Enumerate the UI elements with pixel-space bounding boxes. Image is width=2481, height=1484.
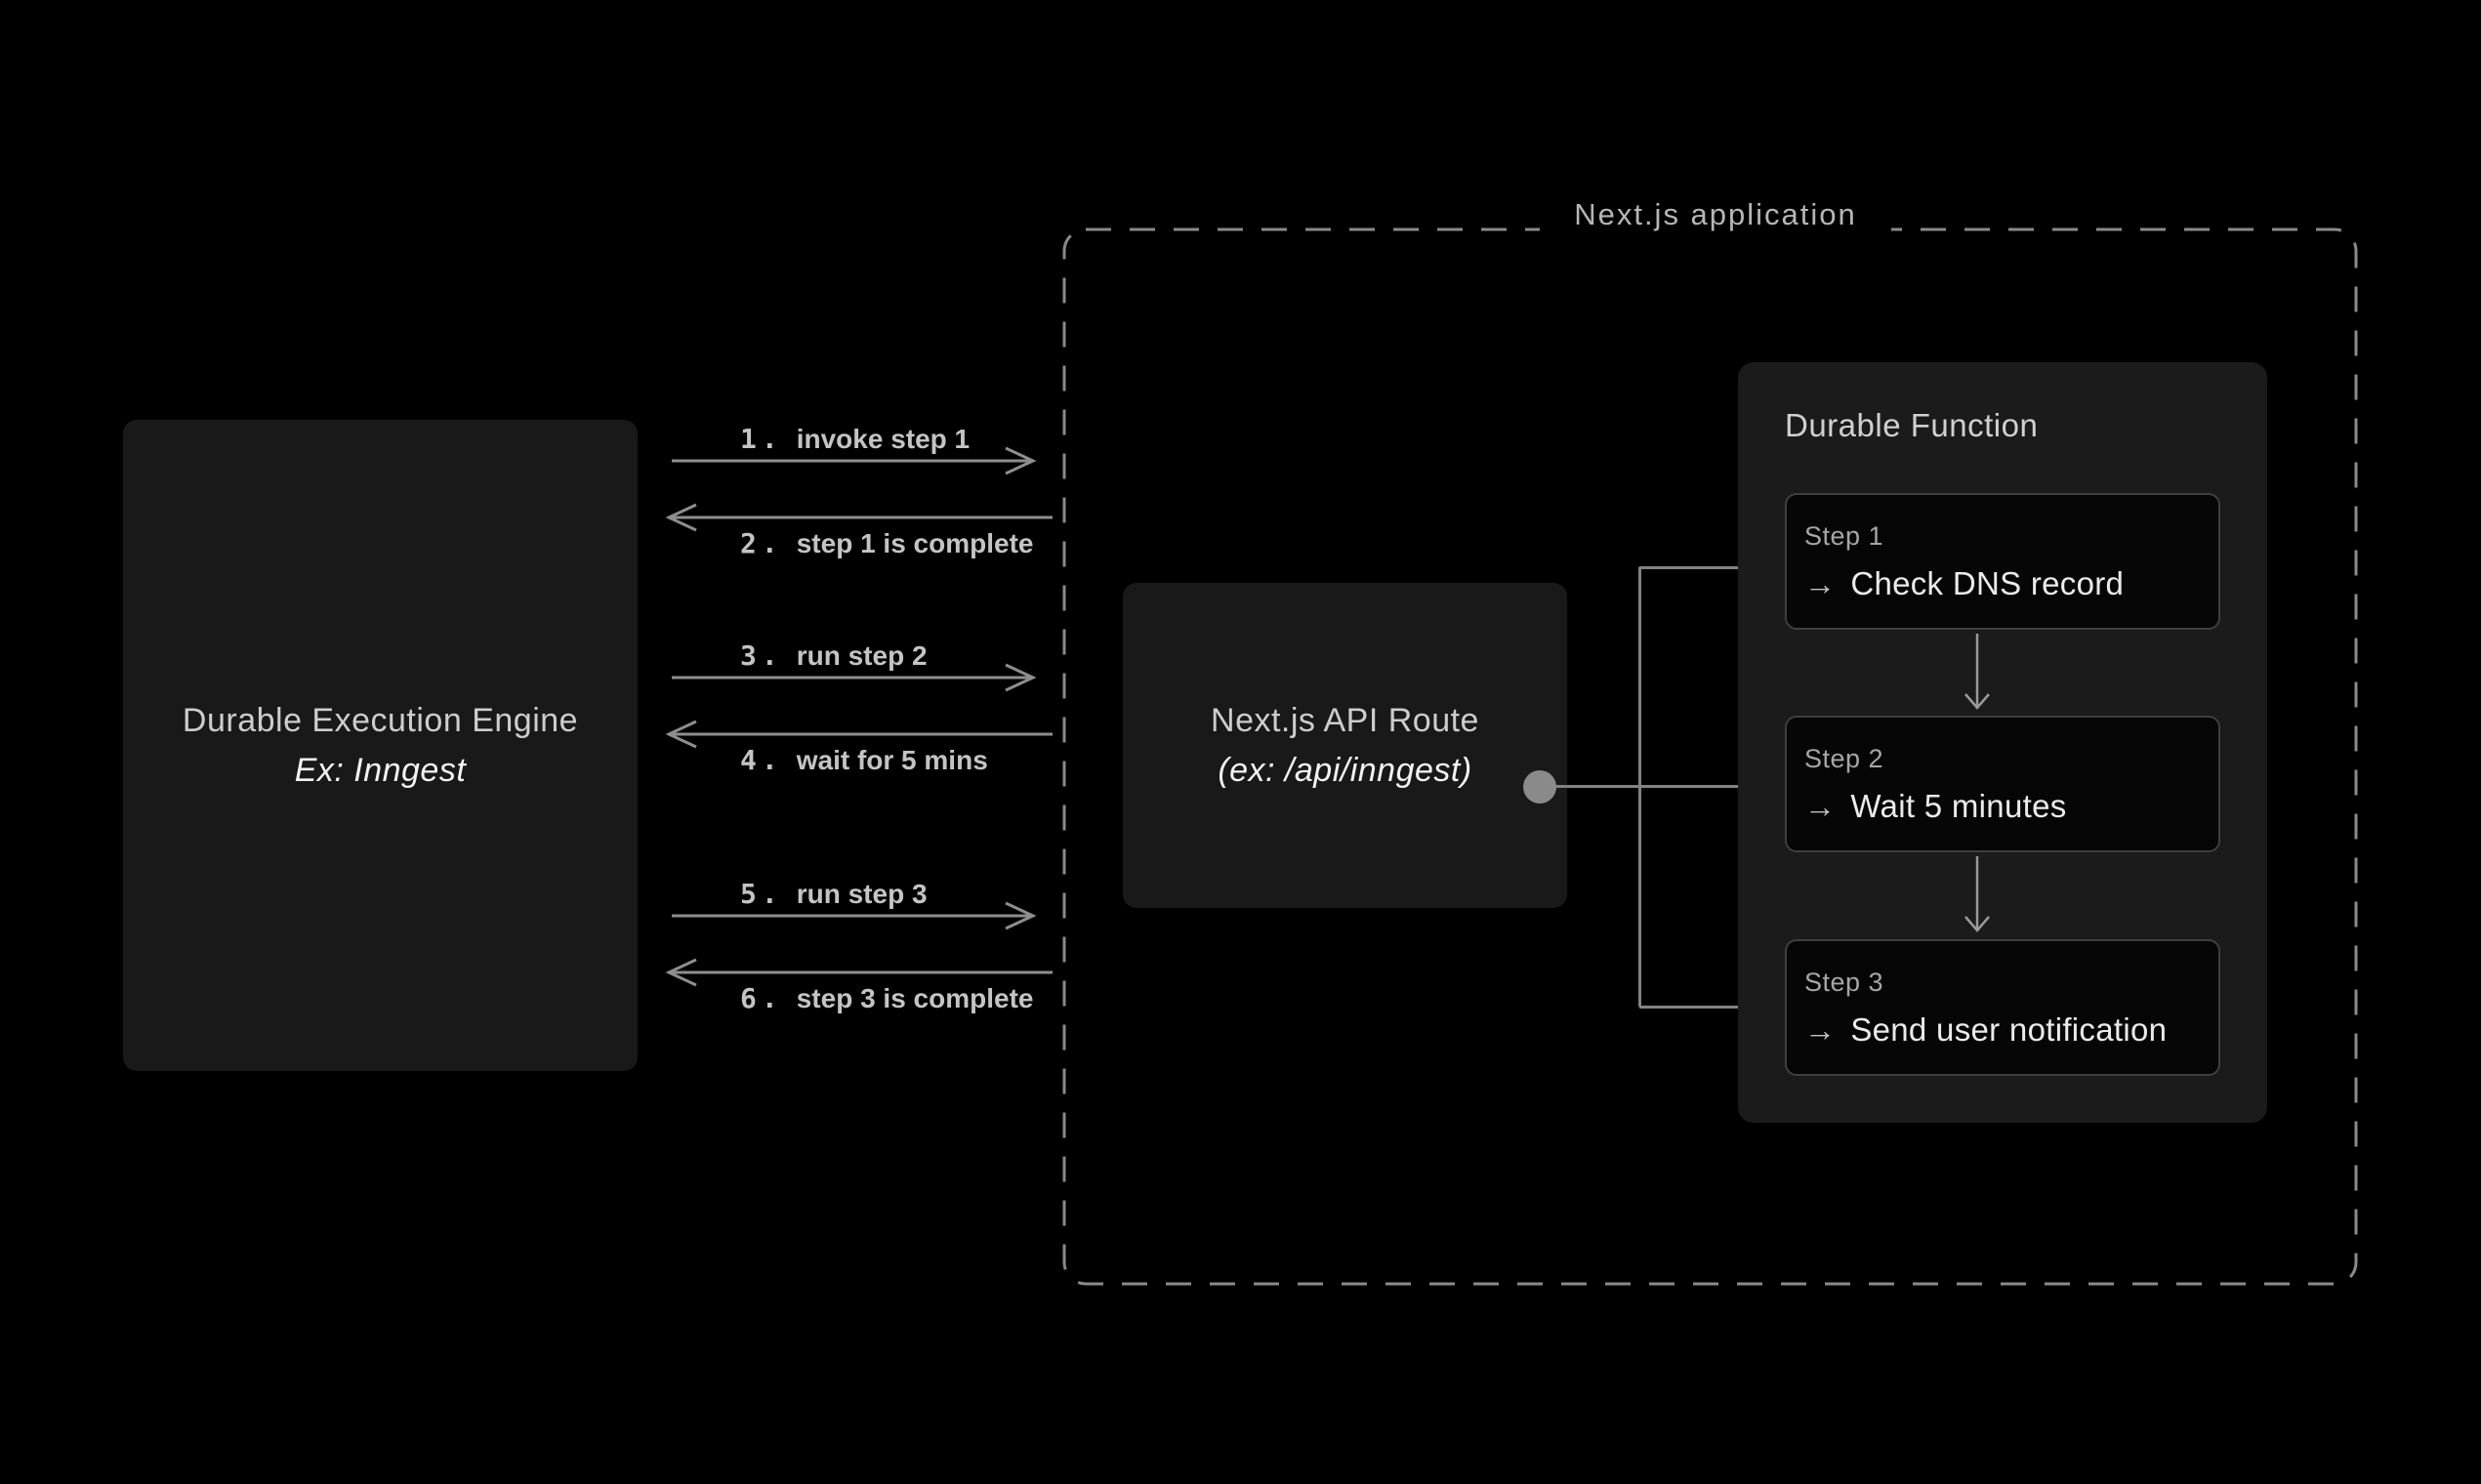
step-action-text: Wait 5 minutes	[1850, 788, 2067, 824]
api-route-title: Next.js API Route	[1211, 701, 1479, 739]
step-action: → Check DNS record	[1804, 565, 2124, 602]
message-number: 5.	[740, 878, 783, 910]
step-label: Step 1	[1804, 521, 1884, 551]
message-arrow-4	[666, 717, 1056, 752]
message-label-2: 2. step 1 is complete	[740, 527, 1033, 559]
message-arrow-1	[666, 443, 1056, 478]
connector-midline	[1540, 785, 1785, 788]
durable-function-title: Durable Function	[1785, 407, 2039, 443]
message-number: 3.	[740, 639, 783, 672]
step-3-card: Step 3 → Send user notification	[1785, 939, 2220, 1076]
step-action: → Send user notification	[1804, 1011, 2167, 1049]
arrow-right-icon: →	[1804, 1011, 1837, 1048]
arrow-right-icon: →	[1804, 788, 1837, 824]
connector-trunk	[1638, 567, 1641, 1007]
connector-branch-bottom	[1639, 1006, 1785, 1009]
arrow-left-icon	[666, 958, 1053, 987]
arrow-down-icon	[1964, 856, 1990, 932]
arrow-left-icon	[666, 503, 1053, 532]
message-text: run step 2	[796, 640, 928, 671]
arrow-right-icon	[672, 446, 1037, 475]
message-text: step 1 is complete	[796, 528, 1034, 558]
message-text: wait for 5 mins	[796, 745, 988, 775]
durable-execution-engine-box: Durable Execution Engine Ex: Inngest	[123, 420, 638, 1071]
message-label-4: 4. wait for 5 mins	[740, 744, 988, 776]
arrow-right-icon: →	[1804, 565, 1837, 601]
message-number: 1.	[740, 423, 783, 455]
message-number: 2.	[740, 527, 783, 559]
message-arrow-6	[666, 955, 1056, 990]
arrow-right-icon	[672, 901, 1037, 930]
message-text: invoke step 1	[796, 424, 971, 454]
api-route-box: Next.js API Route (ex: /api/inngest)	[1123, 583, 1567, 908]
connector-dot	[1523, 770, 1556, 804]
step-2-card: Step 2 → Wait 5 minutes	[1785, 716, 2220, 852]
message-arrow-3	[666, 660, 1056, 695]
step-action-text: Check DNS record	[1850, 565, 2125, 601]
step-label: Step 2	[1804, 744, 1884, 773]
step-action: → Wait 5 minutes	[1804, 788, 2067, 825]
step-flow-arrow-1	[1962, 634, 1993, 714]
message-label-1: 1. invoke step 1	[740, 423, 970, 455]
nextjs-app-label: Next.js application	[1540, 187, 1891, 242]
step-flow-arrow-2	[1962, 856, 1993, 936]
message-number: 6.	[740, 982, 783, 1014]
arrow-down-icon	[1964, 634, 1990, 710]
api-route-subtitle: (ex: /api/inngest)	[1218, 751, 1472, 789]
message-label-6: 6. step 3 is complete	[740, 982, 1033, 1014]
message-number: 4.	[740, 744, 783, 776]
engine-subtitle: Ex: Inngest	[294, 751, 467, 789]
engine-title: Durable Execution Engine	[182, 701, 579, 739]
message-text: step 3 is complete	[796, 983, 1034, 1013]
durable-function-panel: Durable Function Step 1 → Check DNS reco…	[1738, 362, 2267, 1123]
arrow-left-icon	[666, 720, 1053, 749]
message-label-3: 3. run step 2	[740, 639, 928, 672]
message-text: run step 3	[796, 879, 928, 909]
message-arrow-2	[666, 500, 1056, 535]
message-label-5: 5. run step 3	[740, 878, 928, 910]
step-label: Step 3	[1804, 968, 1884, 997]
arrow-right-icon	[672, 663, 1037, 692]
message-arrow-5	[666, 898, 1056, 933]
step-1-card: Step 1 → Check DNS record	[1785, 493, 2220, 630]
step-action-text: Send user notification	[1850, 1011, 2168, 1048]
connector-branch-top	[1639, 566, 1785, 569]
